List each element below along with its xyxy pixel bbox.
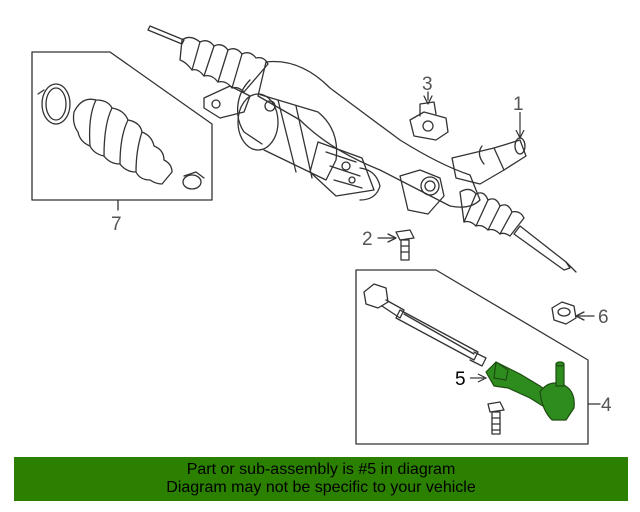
callout-7: 7 xyxy=(111,214,122,235)
bolt-part-2 xyxy=(377,229,415,261)
callout-4: 4 xyxy=(601,395,612,416)
steering-rack-assembly xyxy=(147,25,577,273)
callout-1: 1 xyxy=(513,94,524,115)
tie-rod-kit-box-part-4 xyxy=(355,269,601,445)
boot-kit-box-part-7 xyxy=(31,51,213,211)
callout-5: 5 xyxy=(455,369,466,390)
mount-bracket-part-3 xyxy=(409,91,449,141)
parts-diagram: 1 2 3 4 5 6 7 xyxy=(31,25,612,445)
callout-6: 6 xyxy=(598,307,609,328)
callout-3: 3 xyxy=(422,74,433,95)
tie-rod-end-part-5 xyxy=(485,361,575,421)
banner-line-2: Diagram may not be specific to your vehi… xyxy=(166,479,476,496)
callout-2: 2 xyxy=(362,229,373,250)
info-banner: Part or sub-assembly is #5 in diagram Di… xyxy=(14,457,628,501)
banner-line-1: Part or sub-assembly is #5 in diagram xyxy=(186,461,456,478)
nut-part-6 xyxy=(551,301,595,325)
